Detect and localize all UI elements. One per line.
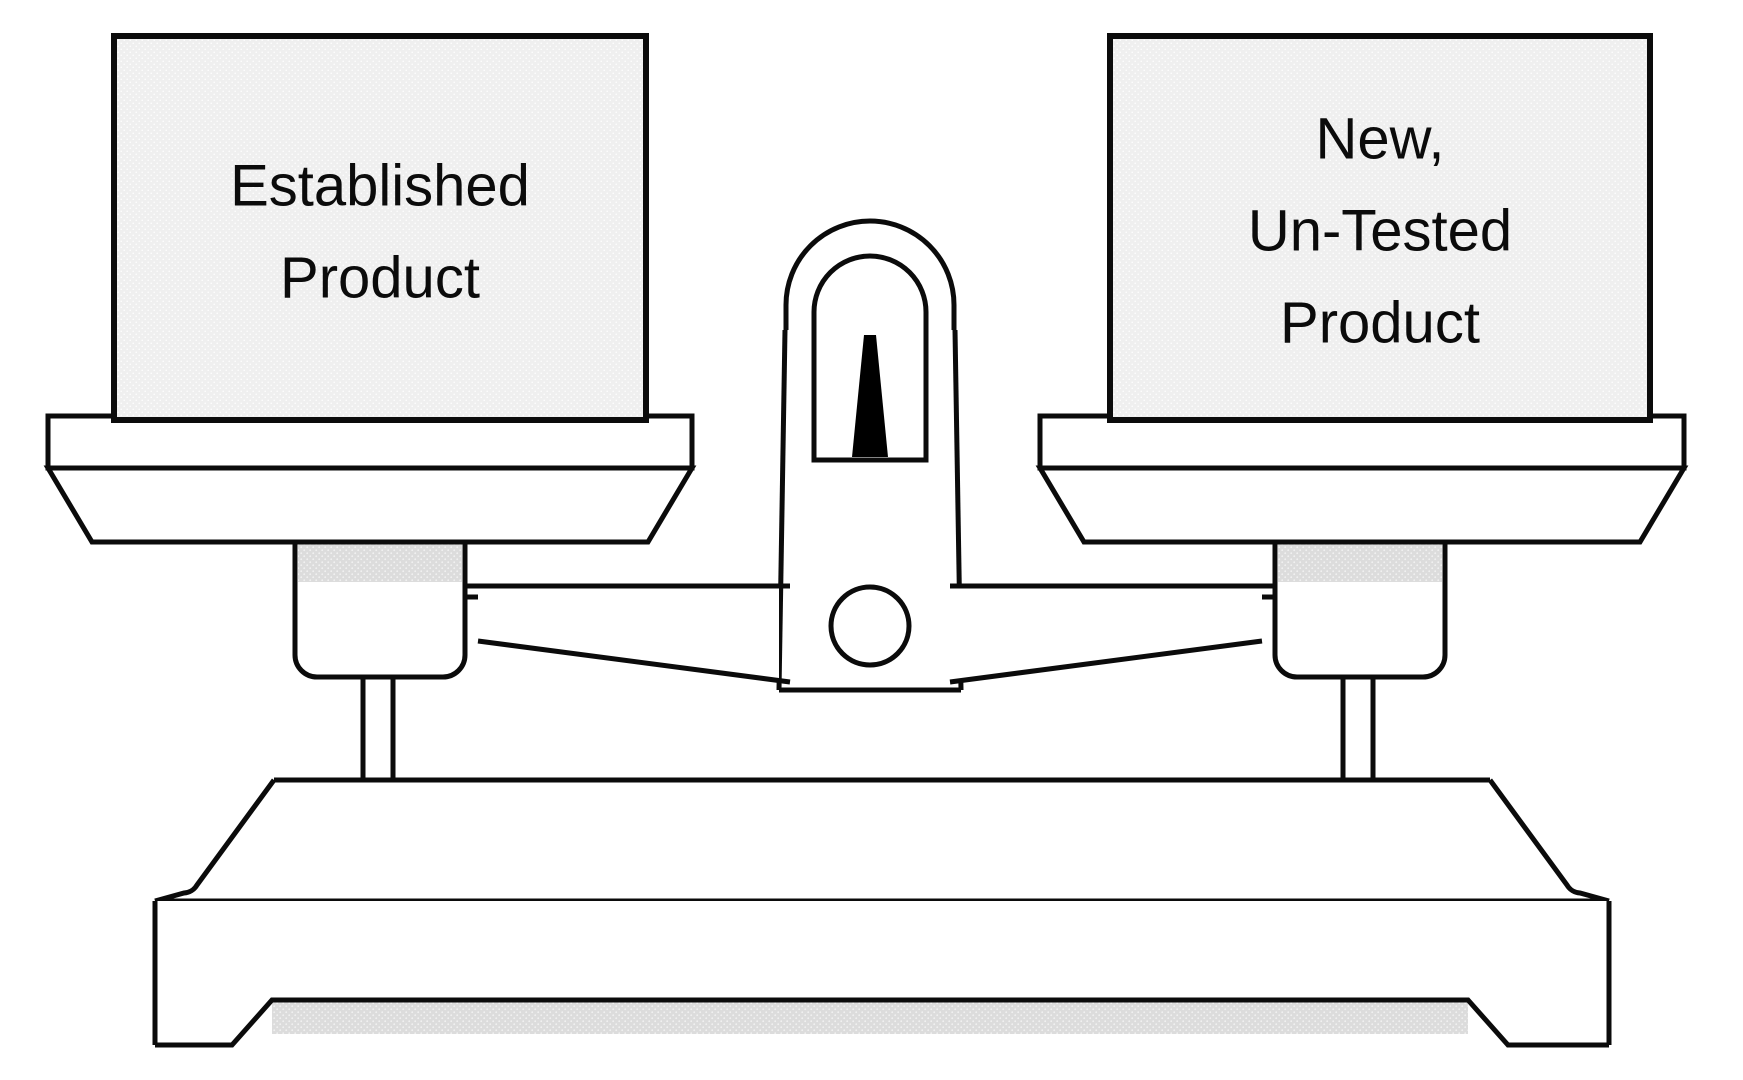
new-untested-product-line-1: New, [1316,106,1445,171]
left-post-block [292,533,468,790]
base-plinth [152,901,1612,1048]
new-untested-product-line-3: Product [1280,290,1480,355]
needle-housing [783,218,957,463]
new-untested-product-label: New, Un-Tested Product [1248,106,1512,355]
right-post-block [1272,533,1448,790]
needle-pointer [852,335,888,457]
new-untested-product-line-2: Un-Tested [1248,198,1512,263]
established-product-line-1: Established [230,153,530,218]
left-pan [43,413,697,545]
right-pan [1035,413,1689,545]
pivot-circle [828,584,912,668]
established-product-line-2: Product [280,245,480,310]
scale-base [154,777,1610,920]
new-untested-product-panel[interactable] [1107,33,1653,423]
established-product-label: Established Product [230,153,530,310]
established-product-panel[interactable] [111,33,649,423]
